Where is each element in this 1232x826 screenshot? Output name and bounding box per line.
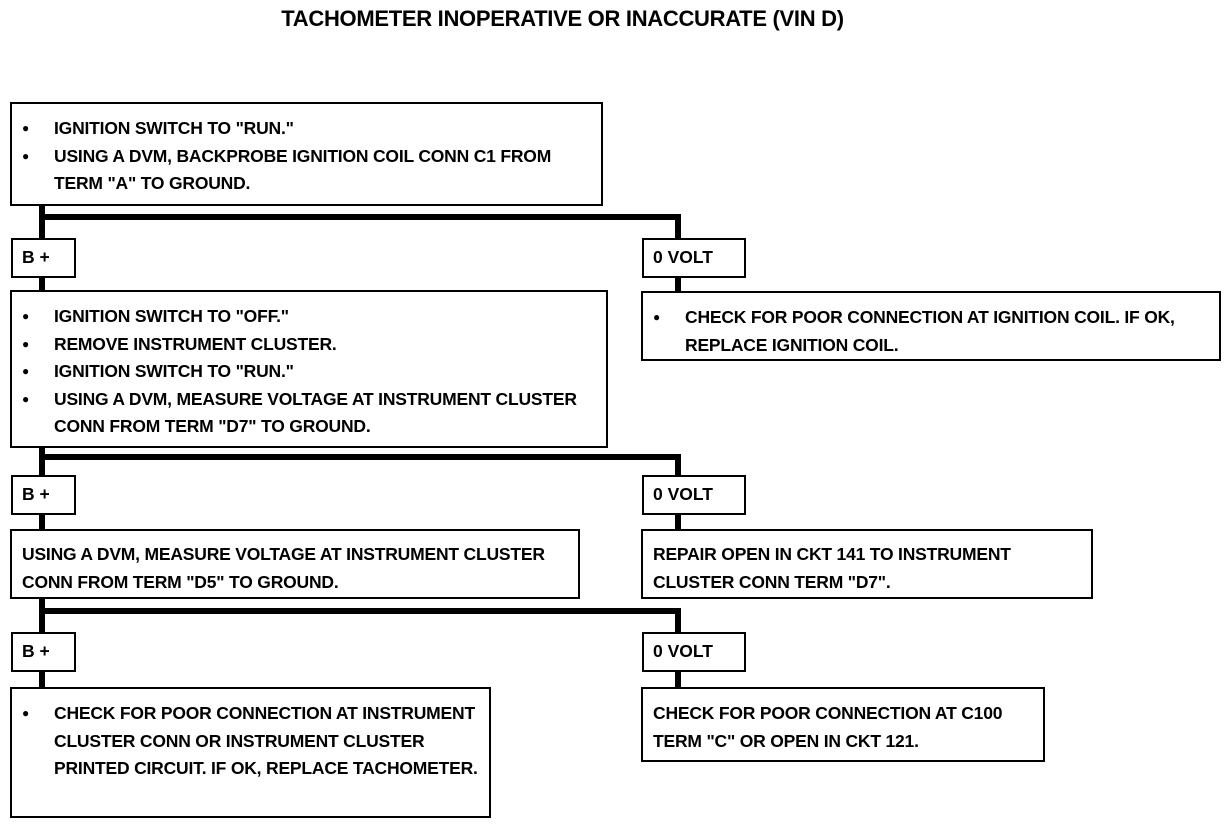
connector-line xyxy=(39,214,681,220)
step-item: USING A DVM, MEASURE VOLTAGE AT INSTRUME… xyxy=(12,386,606,441)
branch-label-zero-volt: 0 VOLT xyxy=(642,238,746,278)
result-box-ignition-coil: CHECK FOR POOR CONNECTION AT IGNITION CO… xyxy=(641,291,1221,361)
step-box-ignition-coil-check: IGNITION SWITCH TO "RUN." USING A DVM, B… xyxy=(10,102,603,206)
connector-line xyxy=(39,514,45,530)
connector-line xyxy=(39,597,45,633)
step-item: USING A DVM, BACKPROBE IGNITION COIL CON… xyxy=(12,143,601,198)
connector-line xyxy=(675,608,681,633)
connector-line xyxy=(675,214,681,238)
connector-line xyxy=(675,277,681,292)
connector-line xyxy=(39,445,45,476)
connector-line xyxy=(39,608,681,614)
connector-line xyxy=(675,671,681,688)
step-item: IGNITION SWITCH TO "RUN." xyxy=(12,358,606,386)
branch-label-zero-volt: 0 VOLT xyxy=(642,475,746,515)
step-box-cluster-d5-check: USING A DVM, MEASURE VOLTAGE AT INSTRUME… xyxy=(10,529,580,599)
diagram-title: TACHOMETER INOPERATIVE OR INACCURATE (VI… xyxy=(281,6,844,31)
connector-line xyxy=(39,671,45,688)
step-text: USING A DVM, MEASURE VOLTAGE AT INSTRUME… xyxy=(22,544,545,592)
branch-label-b-plus: B + xyxy=(11,238,76,278)
step-item: IGNITION SWITCH TO "OFF." xyxy=(12,303,606,331)
result-box-replace-tachometer: CHECK FOR POOR CONNECTION AT INSTRUMENT … xyxy=(10,687,491,818)
result-text: REPAIR OPEN IN CKT 141 TO INSTRUMENT CLU… xyxy=(653,544,1011,592)
branch-label-zero-volt: 0 VOLT xyxy=(642,632,746,672)
step-item: REMOVE INSTRUMENT CLUSTER. xyxy=(12,331,606,359)
connector-line xyxy=(39,454,681,460)
step-item: IGNITION SWITCH TO "RUN." xyxy=(12,115,601,143)
result-box-c100-ckt-121: CHECK FOR POOR CONNECTION AT C100 TERM "… xyxy=(641,687,1045,762)
branch-label-b-plus: B + xyxy=(11,475,76,515)
connector-line xyxy=(675,454,681,476)
result-text: CHECK FOR POOR CONNECTION AT C100 TERM "… xyxy=(653,703,1003,751)
step-box-cluster-d7-check: IGNITION SWITCH TO "OFF." REMOVE INSTRUM… xyxy=(10,290,608,448)
result-item: CHECK FOR POOR CONNECTION AT IGNITION CO… xyxy=(643,304,1219,359)
result-box-repair-ckt-141: REPAIR OPEN IN CKT 141 TO INSTRUMENT CLU… xyxy=(641,529,1093,599)
connector-line xyxy=(39,204,45,238)
connector-line xyxy=(675,514,681,530)
connector-line xyxy=(39,277,45,292)
branch-label-b-plus: B + xyxy=(11,632,76,672)
result-item: CHECK FOR POOR CONNECTION AT INSTRUMENT … xyxy=(12,700,489,783)
